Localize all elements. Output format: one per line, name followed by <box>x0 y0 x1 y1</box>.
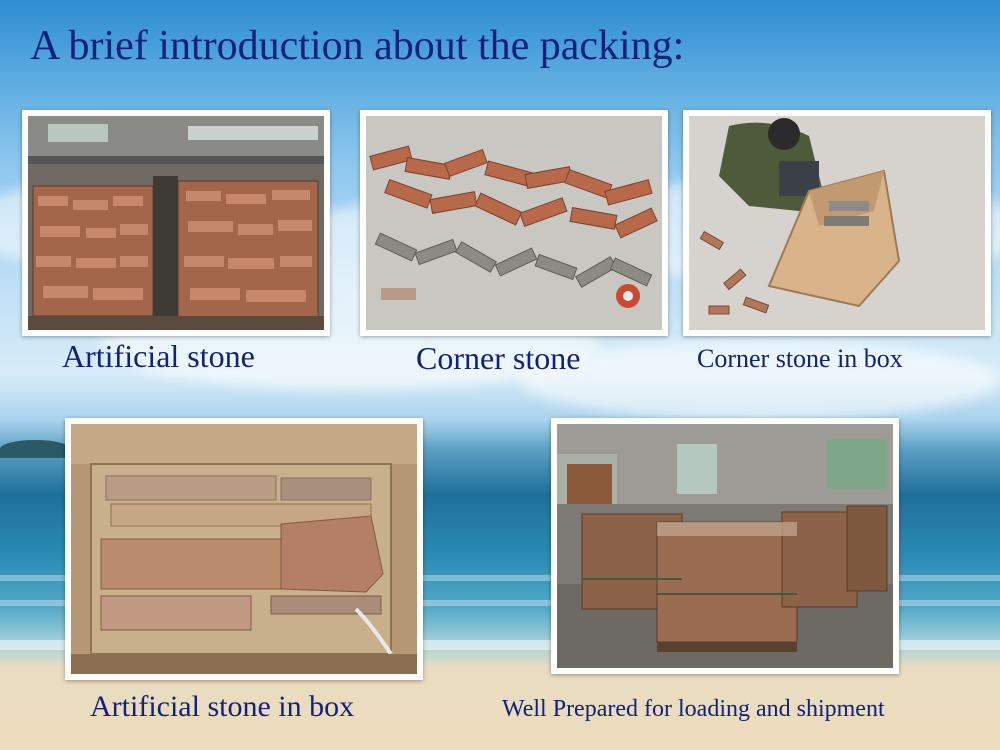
photo-well-prepared <box>551 418 899 674</box>
caption-well-prepared: Well Prepared for loading and shipment <box>502 696 885 722</box>
photo-corner-stone <box>360 110 668 336</box>
artificial-stone-pallets-image <box>28 116 324 330</box>
caption-artificial-stone: Artificial stone <box>62 338 255 374</box>
photo-artificial-stone-in-box <box>65 418 423 680</box>
photo-corner-stone-in-box <box>683 110 991 336</box>
wrapped-pallets-image <box>557 424 893 668</box>
caption-corner-stone: Corner stone <box>416 340 581 376</box>
photo-artificial-stone <box>22 110 330 336</box>
corner-stone-in-box-image <box>689 116 985 330</box>
artificial-stone-in-box-image <box>71 424 417 674</box>
corner-stone-image <box>366 116 662 330</box>
distant-island <box>0 440 70 458</box>
caption-corner-stone-in-box: Corner stone in box <box>697 344 903 373</box>
caption-artificial-stone-in-box: Artificial stone in box <box>90 690 355 723</box>
slide-title: A brief introduction about the packing: <box>30 23 685 69</box>
